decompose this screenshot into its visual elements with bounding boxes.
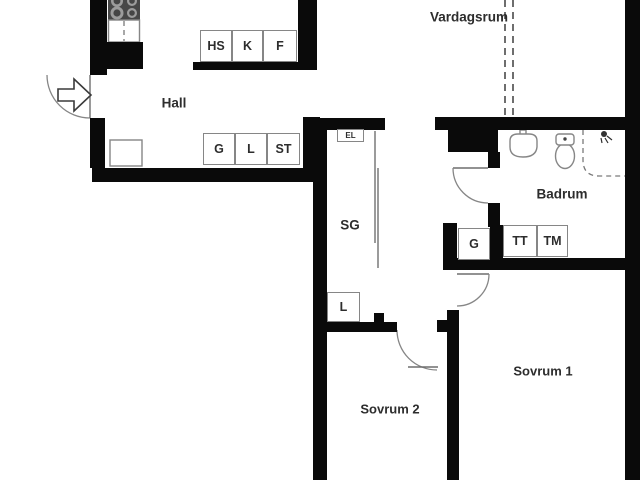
wall-segment [193,62,317,70]
shower-icon [600,131,613,144]
room-label-vardagsrum: Vardagsrum [429,9,509,25]
wall-segment [435,117,640,130]
cabinet-l-hall: L [235,133,267,165]
cabinet-l-corridor: L [327,292,360,322]
wall-segment [313,118,327,480]
wall-segment [92,168,320,182]
entry-arrow-icon [57,77,93,113]
sink-icon [509,129,538,158]
wall-segment [443,223,457,270]
bedroom1-door [456,273,490,307]
kitchen-counter [107,19,141,43]
shower-zone-outline [582,130,625,177]
room-label-sovrum1: Sovrum 1 [513,363,573,379]
room-label-badrum: Badrum [536,186,588,202]
bedroom2-door [396,329,438,371]
cabinet-st-hall: ST [267,133,300,165]
ceiling-opening-dashed-lines [504,0,514,117]
cabinet-k: K [232,30,263,62]
room-label-hall: Hall [161,95,187,111]
wall-segment [90,42,143,69]
cabinet-hs: HS [200,30,232,62]
cabinet-g-hall: G [203,133,235,165]
sliding-door-track [374,131,379,268]
wall-segment [455,258,640,270]
wall-segment [448,130,498,152]
wall-segment [90,118,105,168]
toilet-icon [554,133,576,170]
room-label-sovrum2: Sovrum 2 [360,401,420,417]
wall-segment [488,203,500,227]
wall-segment [298,0,317,67]
cabinet-tt: TT [503,225,537,257]
wall-segment [447,310,459,480]
bathroom-door [452,167,489,204]
wall-segment [625,0,640,480]
room-label-sg: SG [340,217,360,233]
hall-bench [109,139,143,167]
wall-segment [315,322,397,332]
cabinet-f: F [263,30,297,62]
wall-segment [374,313,384,323]
cabinet-g-bathroom: G [458,228,490,260]
wall-segment [490,225,503,262]
stove-icon [108,0,140,20]
wall-segment [320,118,385,130]
wall-segment [488,152,500,168]
electrical-cabinet: EL [337,129,364,142]
cabinet-tm: TM [537,225,568,257]
